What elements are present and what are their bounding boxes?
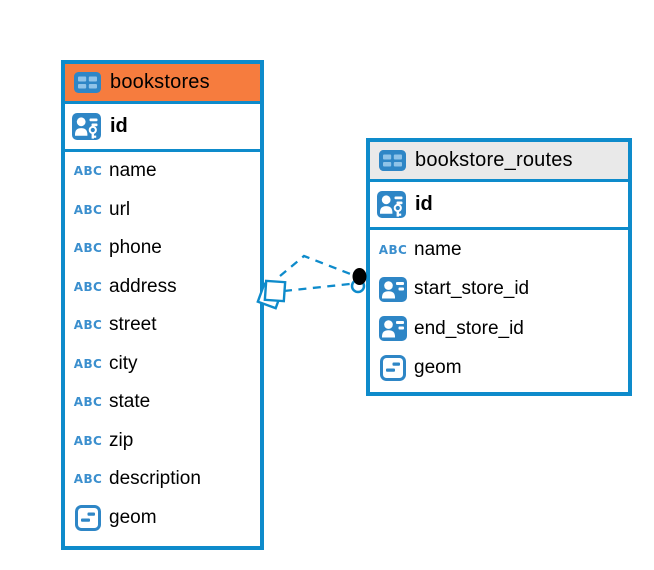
text-type-icon: ABC	[73, 318, 103, 333]
relationship-line-lower	[283, 282, 351, 293]
column-name: description	[109, 468, 201, 490]
column-row-name[interactable]: ABC name	[370, 230, 628, 270]
table-bookstores[interactable]: bookstores id ABC name ABC url ABC phone…	[61, 60, 264, 550]
column-name: address	[109, 275, 177, 297]
primary-key-icon	[377, 191, 406, 218]
column-row-phone[interactable]: ABC phone	[65, 229, 260, 268]
column-name: id	[415, 193, 433, 215]
column-row-geom[interactable]: geom	[370, 348, 628, 388]
column-name: name	[109, 160, 157, 182]
diamond-endpoint-front	[263, 279, 287, 303]
text-type-icon: ABC	[73, 356, 103, 371]
text-type-icon: ABC	[73, 279, 103, 294]
column-row-state[interactable]: ABC state	[65, 383, 260, 422]
text-type-icon: ABC	[73, 202, 103, 217]
column-row-url[interactable]: ABC url	[65, 190, 260, 229]
column-name: state	[109, 391, 151, 413]
table-icon	[379, 150, 406, 171]
column-row-start-store-id[interactable]: start_store_id	[370, 269, 628, 309]
column-name: name	[414, 238, 462, 260]
column-row-id[interactable]: id	[370, 182, 628, 230]
column-row-city[interactable]: ABC city	[65, 344, 260, 383]
column-name: street	[109, 314, 157, 336]
column-row-geom[interactable]: geom	[65, 498, 260, 537]
text-type-icon: ABC	[73, 164, 103, 179]
column-row-street[interactable]: ABC street	[65, 306, 260, 345]
geometry-type-icon	[378, 355, 408, 382]
column-row-name[interactable]: ABC name	[65, 152, 260, 191]
text-type-icon: ABC	[378, 242, 408, 257]
table-bookstore-routes[interactable]: bookstore_routes id ABC name start_store…	[366, 138, 632, 396]
column-name: id	[110, 115, 128, 137]
column-name: geom	[414, 357, 462, 379]
column-name: zip	[109, 429, 134, 451]
primary-key-icon	[72, 113, 101, 140]
text-type-icon: ABC	[73, 241, 103, 256]
text-type-icon: ABC	[73, 472, 103, 487]
table-bookstore-routes-header[interactable]: bookstore_routes	[370, 142, 628, 182]
circle-endpoint-ring	[350, 278, 366, 294]
text-type-icon: ABC	[73, 395, 103, 410]
column-name: geom	[109, 506, 157, 528]
foreign-key-icon	[378, 316, 408, 342]
column-name: end_store_id	[414, 317, 524, 339]
column-row-end-store-id[interactable]: end_store_id	[370, 309, 628, 349]
column-name: start_store_id	[414, 278, 530, 300]
column-name: city	[109, 352, 138, 374]
foreign-key-icon	[378, 276, 408, 302]
table-icon	[74, 72, 101, 93]
text-type-icon: ABC	[73, 433, 103, 448]
column-row-address[interactable]: ABC address	[65, 267, 260, 306]
circle-endpoint-dot	[352, 268, 367, 285]
column-row-description[interactable]: ABC description	[65, 460, 260, 499]
column-row-zip[interactable]: ABC zip	[65, 421, 260, 460]
geometry-type-icon	[73, 504, 103, 531]
column-name: phone	[109, 237, 162, 259]
relationship-line-upper	[279, 254, 354, 277]
table-title: bookstore_routes	[415, 149, 573, 171]
column-row-id[interactable]: id	[65, 104, 260, 152]
column-name: url	[109, 198, 131, 220]
table-title: bookstores	[110, 71, 210, 93]
table-bookstores-header[interactable]: bookstores	[65, 64, 260, 104]
